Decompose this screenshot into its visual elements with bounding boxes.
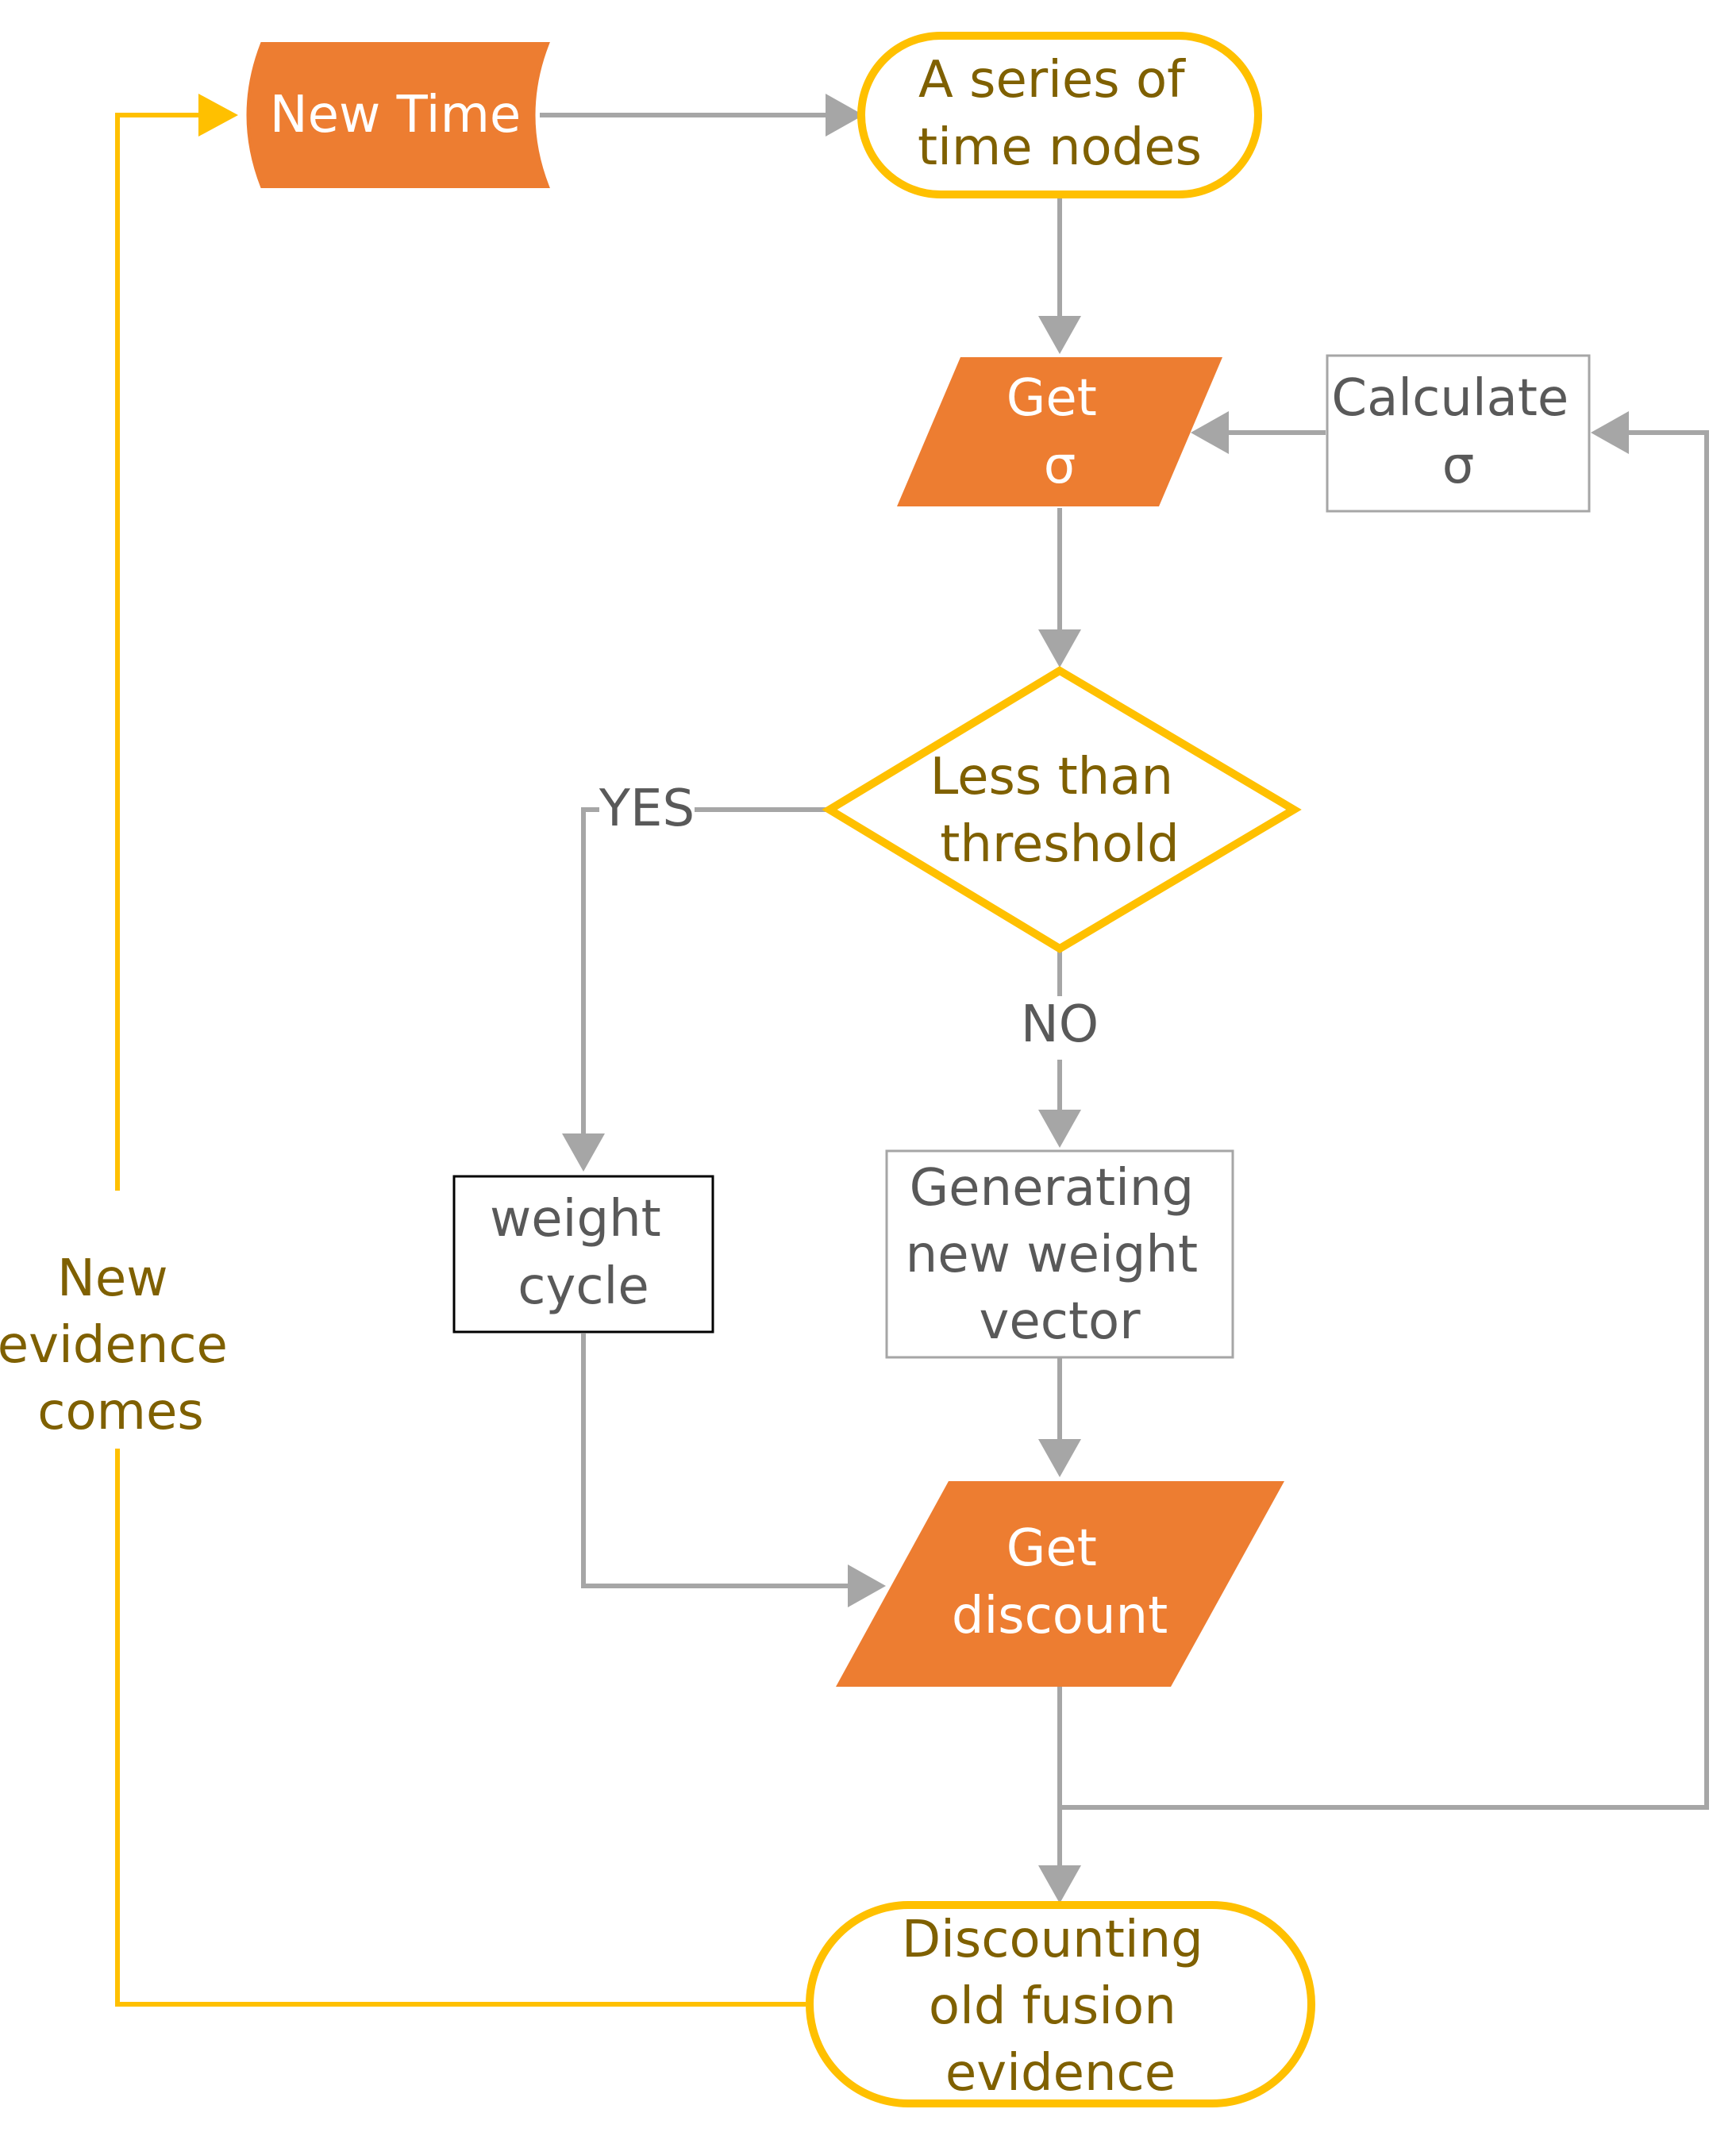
- edge-getsigma-to-threshold: [1038, 508, 1081, 668]
- node-threshold: Less than threshold: [822, 666, 1302, 953]
- threshold-label: Less than threshold: [930, 748, 1190, 874]
- calculate-sigma-shape: [1326, 354, 1591, 513]
- node-discounting: Discounting old fusion evidence: [806, 1901, 1315, 2107]
- node-get-discount: Get discount: [836, 1481, 1284, 1687]
- node-time-nodes: A series of time nodes: [857, 32, 1262, 198]
- no-label: NO: [1021, 995, 1099, 1054]
- new-evidence-label: New evidence comes: [0, 1249, 244, 1441]
- weight-cycle-label: weight cycle: [490, 1190, 677, 1316]
- new-time-label: New Time: [270, 86, 522, 144]
- get-sigma-shape: [897, 357, 1222, 506]
- node-new-weight-vector: Generating new weight vector: [885, 1149, 1234, 1359]
- edge-weightcycle-to-getdiscount: [581, 1334, 886, 1607]
- edge-newtime-to-timenodes: [540, 94, 864, 137]
- weight-cycle-shape: [452, 1175, 714, 1334]
- node-calculate-sigma: Calculate σ: [1326, 354, 1591, 513]
- get-discount-label: Get discount: [952, 1519, 1168, 1645]
- edge-threshold-yes-to-weightcycle: [562, 807, 826, 1172]
- get-sigma-label: Get σ: [1007, 369, 1113, 495]
- node-get-sigma: Get σ: [897, 357, 1222, 506]
- time-nodes-label: A series of time nodes: [918, 51, 1202, 177]
- edge-calcsigma-to-getsigma: [1191, 411, 1326, 454]
- new-time-shape: [246, 42, 550, 188]
- edge-getdiscount-to-calcsigma: [1060, 411, 1709, 1810]
- new-weight-vector-label: Generating new weight vector: [906, 1159, 1214, 1351]
- edge-newweight-to-getdiscount: [1038, 1357, 1081, 1477]
- edge-timenodes-to-getsigma: [1038, 194, 1081, 354]
- node-weight-cycle: weight cycle: [452, 1175, 714, 1334]
- get-discount-shape: [836, 1481, 1284, 1687]
- discounting-label: Discounting old fusion evidence: [902, 1911, 1219, 2103]
- edge-getdiscount-to-discounting: [1038, 1687, 1081, 1903]
- time-nodes-shape: [857, 32, 1262, 198]
- threshold-shape: [822, 666, 1302, 953]
- node-new-time: New Time: [246, 42, 550, 188]
- new-weight-vector-shape: [885, 1149, 1234, 1359]
- yes-label: YES: [599, 779, 695, 838]
- edge-discounting-to-newtime: [115, 94, 806, 2007]
- calculate-sigma-label: Calculate σ: [1331, 369, 1584, 495]
- edge-threshold-no-to-newweight: [1038, 949, 1081, 1148]
- discounting-shape: [806, 1901, 1315, 2107]
